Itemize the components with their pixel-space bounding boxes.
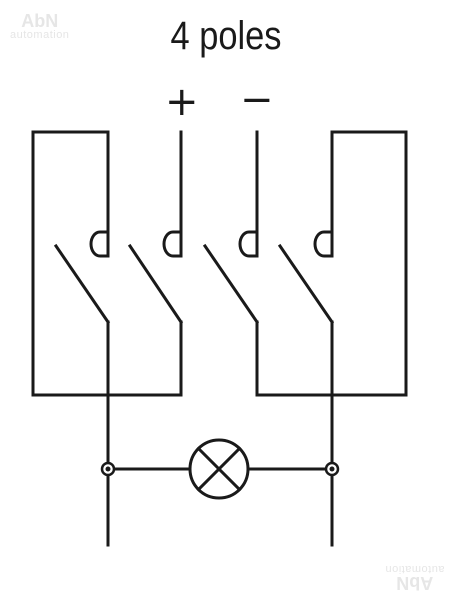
pole-2-contact (162, 230, 183, 258)
pole-1-blade (53, 243, 111, 325)
lamp-icon (188, 438, 250, 500)
watermark-subtitle: automation (10, 29, 70, 41)
pole-3-blade (202, 243, 260, 325)
pole-3-contact (238, 230, 259, 258)
plus-terminal-label: + (165, 79, 199, 125)
left-loop-wire (31, 130, 183, 397)
pole-1-contact (89, 230, 110, 258)
watermark-top-left: AbN automation (10, 12, 69, 41)
watermark-brand: AbN (21, 11, 59, 31)
pole-4-contact (313, 230, 334, 258)
junction-right (324, 461, 340, 477)
pole-4-blade (277, 243, 335, 325)
junction-left (100, 461, 116, 477)
right-loop-wire (255, 130, 408, 397)
pole-2-blade (127, 243, 184, 325)
minus-terminal-label: − (240, 77, 274, 123)
diagram-title: 4 poles (170, 14, 282, 58)
